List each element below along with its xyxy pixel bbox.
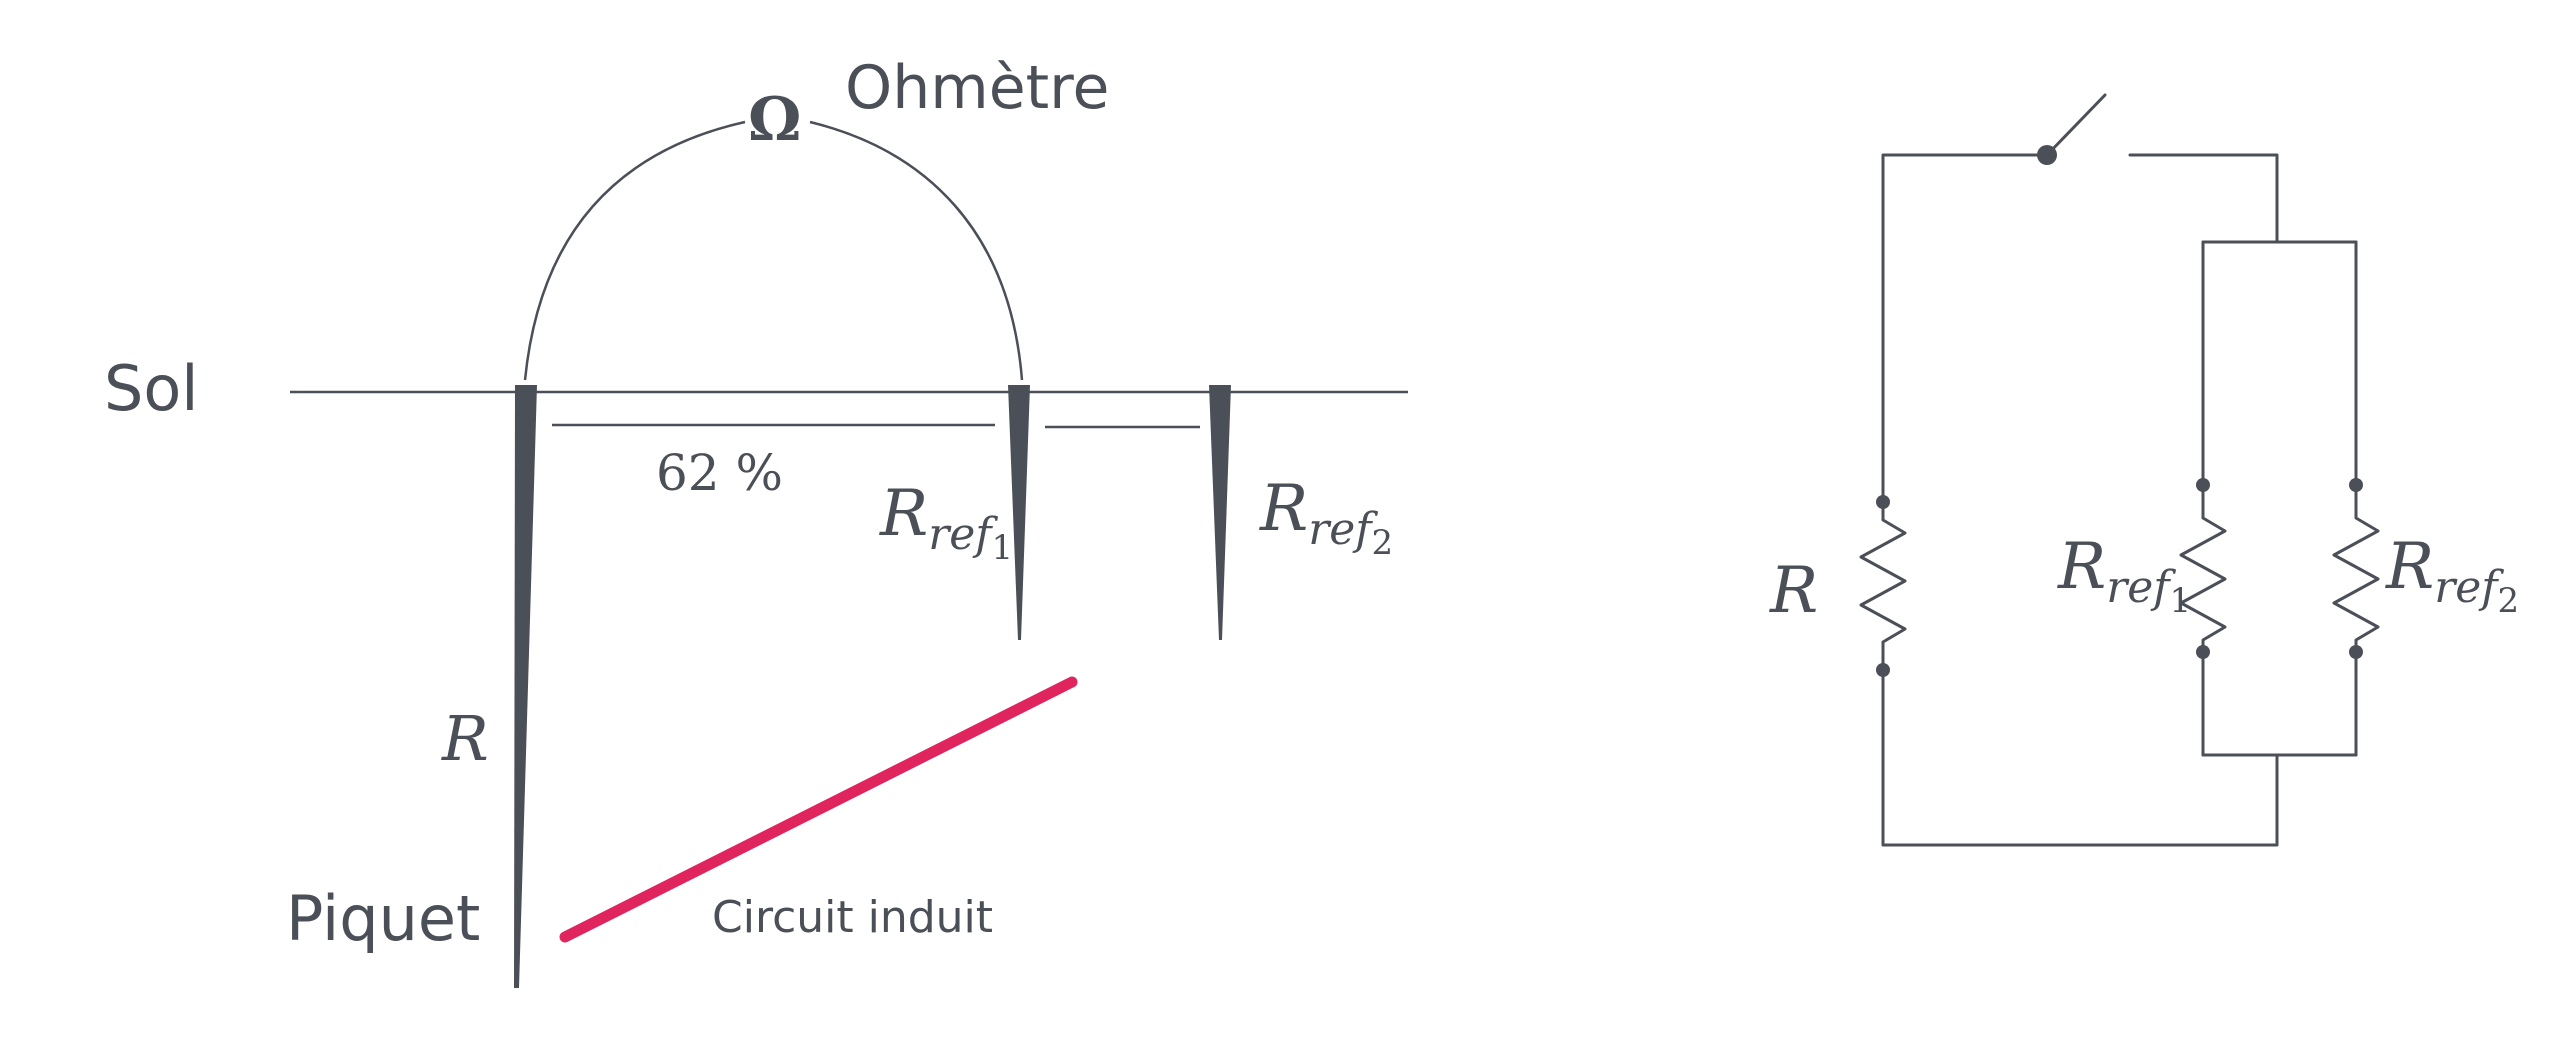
- distance-62-label: 62 %: [656, 444, 783, 502]
- top-right-wire: [2128, 153, 2279, 244]
- ohmmeter-label: Ohmètre: [845, 53, 1109, 123]
- resistor-r: [1859, 498, 1907, 672]
- resistor-ref1: [2179, 483, 2227, 654]
- ohmmeter-wire-right: [809, 120, 1024, 381]
- switch-lever: [2045, 93, 2107, 157]
- reference-stake-2: [1209, 385, 1231, 640]
- resistor-r-label: R: [1769, 554, 1818, 628]
- reference-stake-1-label: Rref1: [879, 477, 1013, 568]
- bottom-return-wire: [1881, 668, 2279, 847]
- reference-stake-2-label: Rref2: [1259, 472, 1393, 563]
- top-left-wire: [1881, 153, 2049, 502]
- soil-label: Sol: [104, 352, 199, 425]
- resistor-ref1-label: Rref1: [2057, 530, 2191, 621]
- resistor-ref1-top-terminal: [2196, 478, 2210, 492]
- resistor-r-top-terminal: [1876, 495, 1890, 509]
- ground-measurement-diagram: Sol Ω Ohmètre R Piquet Rref1 Rref2 62 % …: [104, 53, 1408, 988]
- resistor-ref2: [2332, 483, 2380, 654]
- main-stake: [514, 385, 537, 988]
- stake-r-label: R: [441, 702, 489, 775]
- ohmmeter-wire-left: [523, 120, 746, 381]
- reference-stake-1: [1008, 385, 1030, 640]
- resistor-ref2-top-terminal: [2349, 478, 2363, 492]
- induced-circuit-line: [559, 676, 1078, 943]
- resistor-ref2-label: Rref2: [2385, 530, 2519, 621]
- induced-circuit-label: Circuit induit: [712, 892, 993, 943]
- piquet-label: Piquet: [286, 882, 480, 955]
- ohmmeter-symbol: Ω: [748, 85, 801, 155]
- equivalent-circuit-diagram: R Rref1 Rref2: [1769, 93, 2519, 847]
